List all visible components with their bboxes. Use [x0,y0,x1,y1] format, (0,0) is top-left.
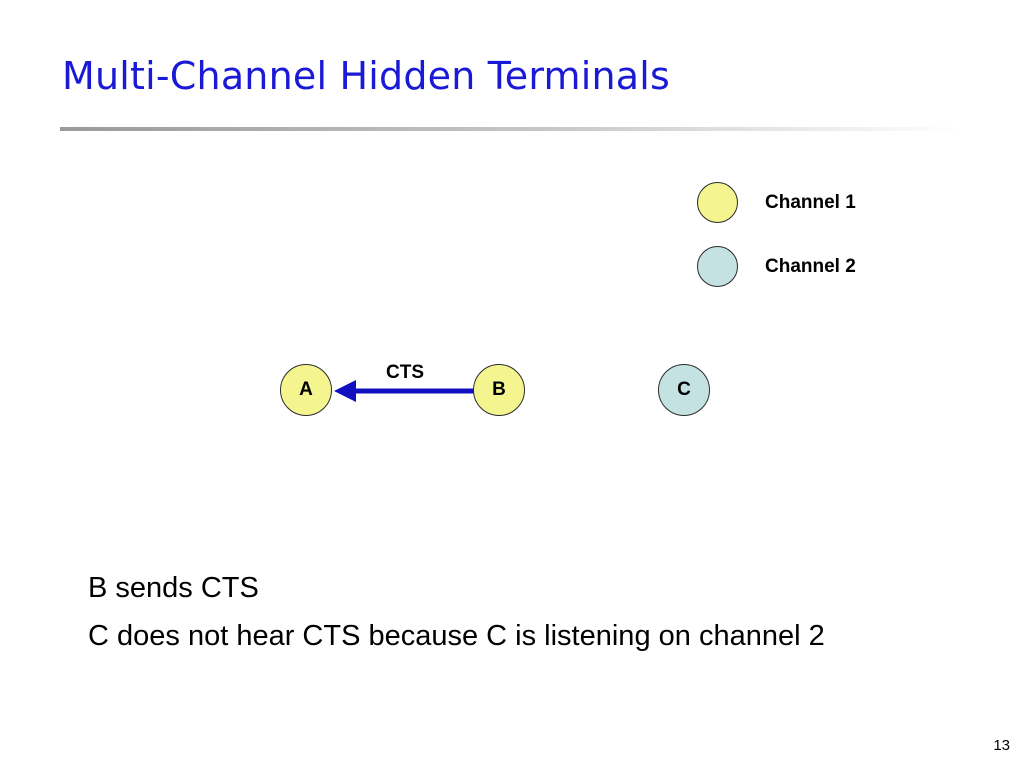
slide-title: Multi-Channel Hidden Terminals [62,54,670,98]
legend-swatch-channel-2 [697,246,738,287]
cts-arrow-label: CTS [386,362,424,383]
legend-swatch-channel-1 [697,182,738,223]
legend-label-channel-1: Channel 1 [765,192,856,213]
node-a: A [280,364,332,416]
node-b-label: B [492,379,506,400]
node-c: C [658,364,710,416]
node-a-label: A [299,379,313,400]
body-line-1: B sends CTS [88,572,259,604]
page-number: 13 [993,737,1010,754]
title-divider [60,127,960,131]
node-b: B [473,364,525,416]
node-c-label: C [677,379,691,400]
body-line-2: C does not hear CTS because C is listeni… [88,620,825,652]
legend-label-channel-2: Channel 2 [765,256,856,277]
